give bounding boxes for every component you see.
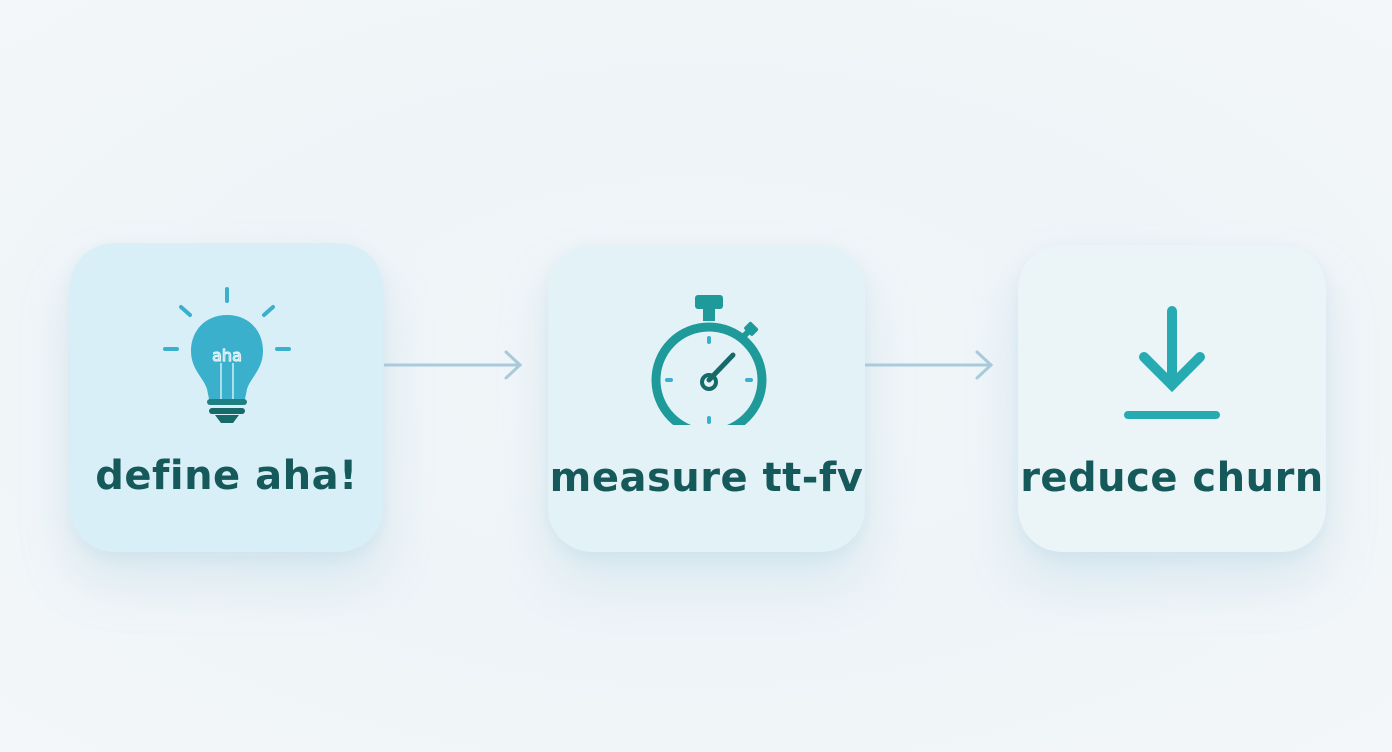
step-label: reduce churn: [1020, 455, 1324, 501]
arrow-right-icon: [384, 350, 523, 380]
lightbulb-icon: aha: [70, 243, 383, 443]
stopwatch-icon: [548, 245, 865, 445]
step-label: measure tt-fv: [549, 455, 864, 501]
step-card-reduce-churn: reduce churn: [1018, 245, 1326, 552]
arrow-right-icon: [865, 350, 994, 380]
step-card-measure-ttfv: measure tt-fv: [548, 245, 865, 552]
aha-bulb-text: aha: [212, 346, 242, 365]
download-arrow-icon: [1018, 245, 1326, 445]
step-label: define aha!: [95, 453, 358, 499]
step-card-define-aha: aha define aha!: [70, 243, 383, 552]
